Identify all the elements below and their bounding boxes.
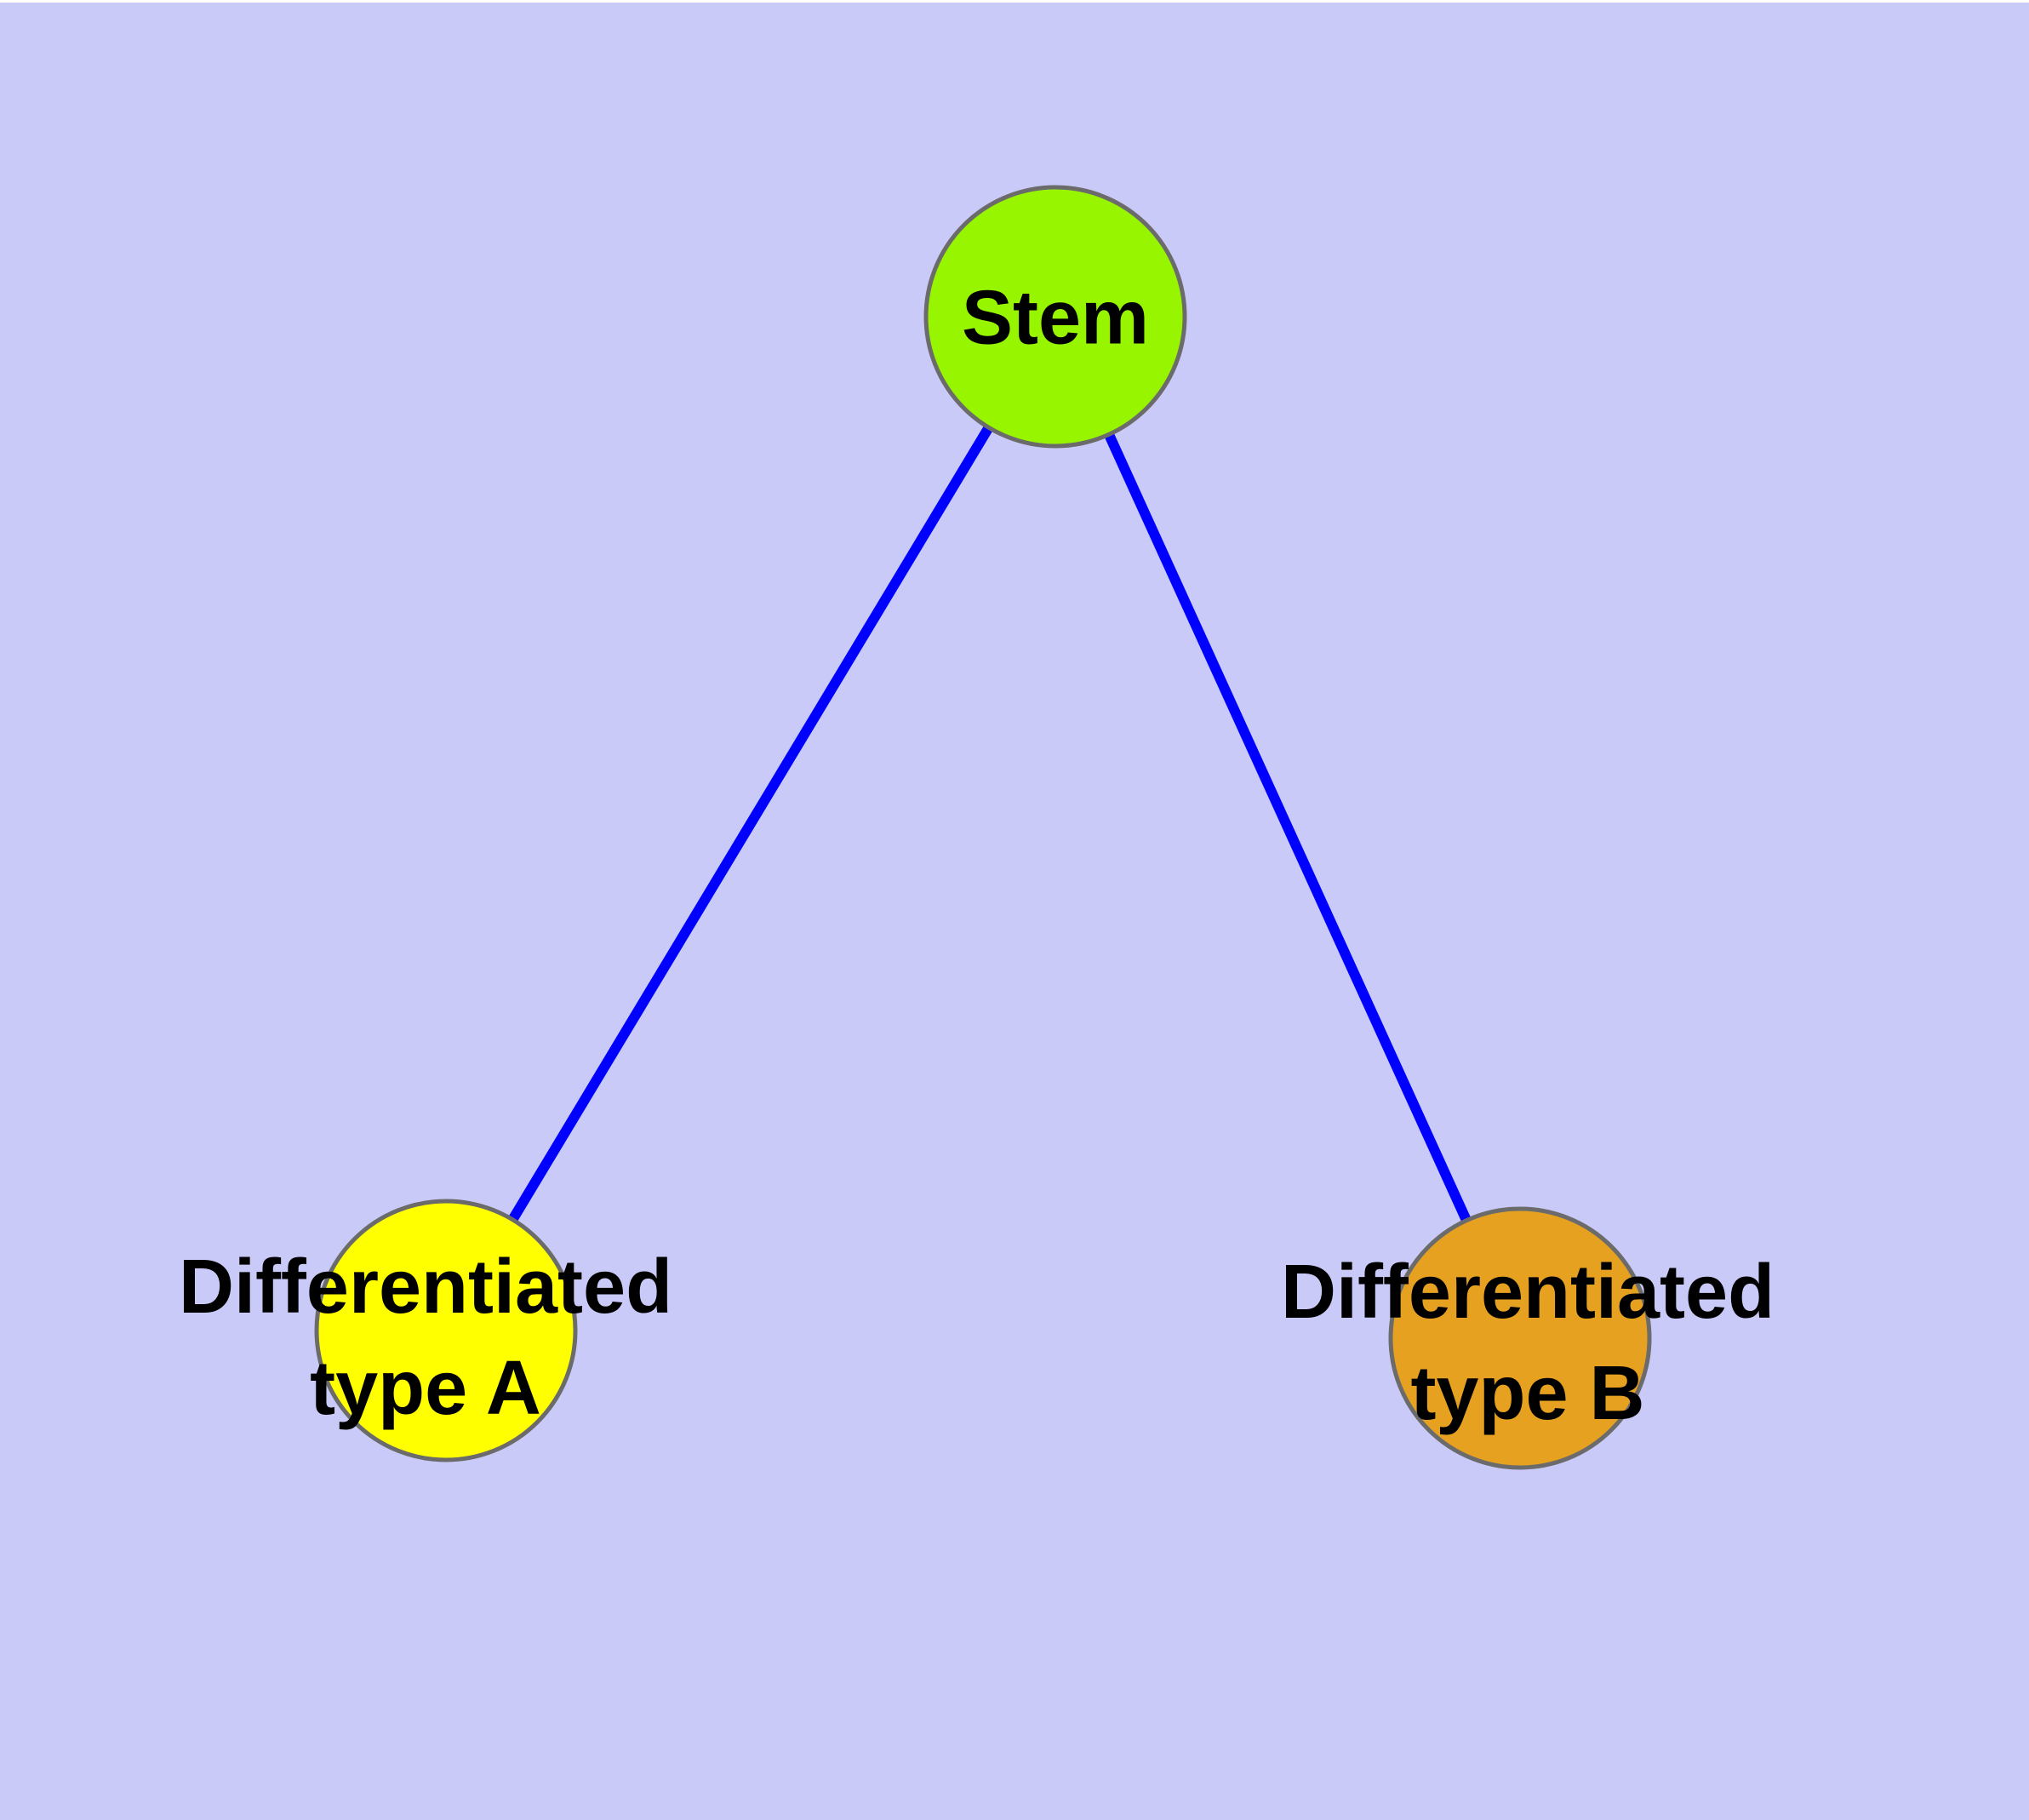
node-label-type-b-line-2: type B (1410, 1351, 1645, 1436)
canvas-top-margin (0, 0, 2029, 3)
node-stem-circle (923, 185, 1187, 449)
node-differentiated-type-b-circle (1388, 1206, 1652, 1470)
node-differentiated-type-a-circle (314, 1199, 578, 1462)
node-label-type-a-line-2: type A (310, 1346, 541, 1431)
node-label-differentiated-type-b: Differentiated type B (1281, 1242, 1775, 1445)
node-label-stem: Stem (962, 268, 1149, 369)
node-label-type-a-line-1: Differentiated (178, 1245, 673, 1330)
node-label-stem-line: Stem (961, 275, 1150, 361)
edge-stem-to-type-b (1050, 314, 1525, 1341)
edge-stem-to-type-a (441, 313, 1060, 1334)
node-label-type-b-line-1: Differentiated (1280, 1250, 1775, 1335)
node-label-differentiated-type-a: Differentiated type A (179, 1237, 672, 1439)
